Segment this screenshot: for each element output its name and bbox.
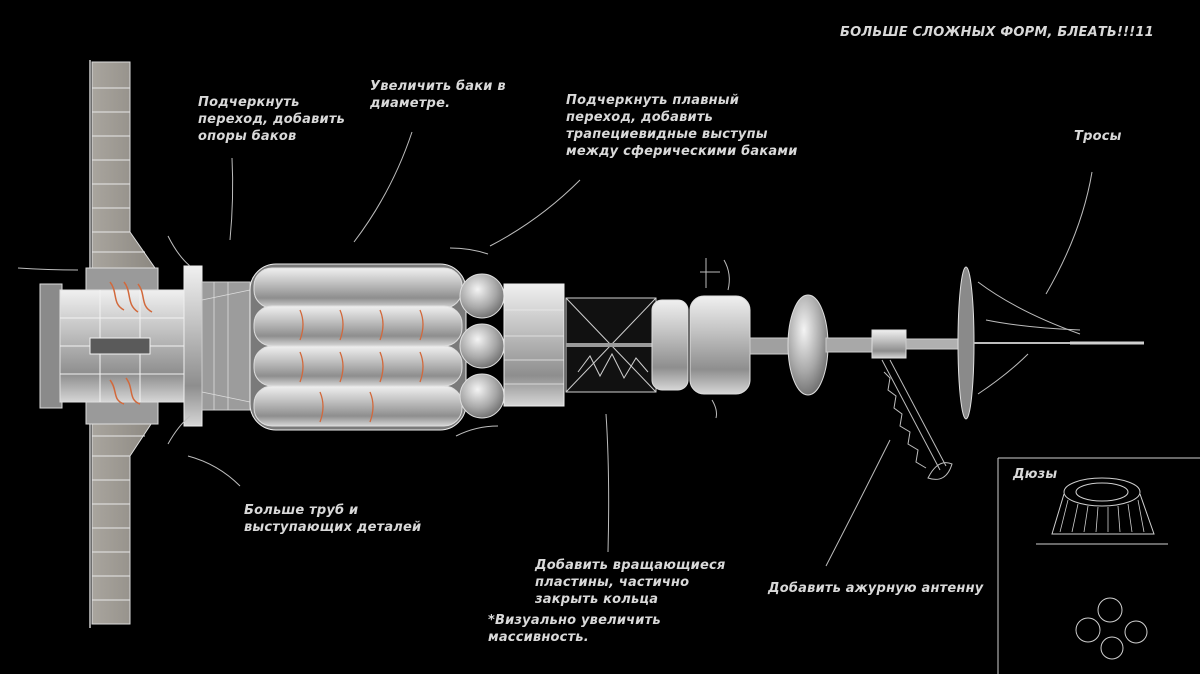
note-line: диаметре. [370, 96, 451, 111]
lattice-antenna [881, 359, 953, 480]
solar-panel-bottom [89, 414, 156, 628]
note-underline-transition: Подчеркнуть переход, добавить опоры бако… [198, 94, 345, 145]
header-note: БОЛЬШЕ СЛОЖНЫХ ФОРМ, БЛЕАТЬ!!!11 [840, 25, 1154, 40]
note-line: переход, добавить [198, 112, 345, 127]
note-line: между сферическими баками [566, 144, 798, 159]
note-nozzles: Дюзы [1013, 467, 1058, 482]
note-line: опоры баков [198, 129, 297, 144]
central-truss-section [503, 283, 657, 407]
main-fuel-tanks [249, 263, 467, 431]
note-line: Больше труб и [244, 503, 359, 518]
note-line: массивность. [488, 630, 589, 645]
note-line: *Визуально увеличить [488, 613, 661, 628]
forward-modules [651, 266, 1144, 420]
accent-pipes-rear [109, 281, 153, 405]
note-line: Подчеркнуть [198, 95, 300, 110]
spherical-tanks [459, 273, 522, 419]
note-line: выступающих деталей [244, 520, 422, 535]
note-line: закрыть кольца [535, 592, 659, 607]
note-line: трапециевидные выступы [566, 127, 768, 142]
note-smooth-transition: Подчеркнуть плавный переход, добавить тр… [566, 92, 798, 160]
sketch-lines [17, 131, 1093, 567]
note-cables: Тросы [1074, 129, 1122, 144]
note-antenna: Добавить ажурную антенну [768, 581, 984, 596]
note-rotating-plates: Добавить вращающиеся пластины, частично … [535, 557, 725, 608]
rear-engine-module [39, 265, 251, 427]
note-pipes: Больше труб и выступающих деталей [244, 502, 421, 536]
note-massiveness: *Визуально увеличить массивность. [488, 612, 661, 646]
note-line: Увеличить баки в [370, 79, 506, 94]
nozzle-inset [997, 457, 1200, 674]
note-tanks-diameter: Увеличить баки в диаметре. [370, 78, 506, 112]
note-line: Подчеркнуть плавный [566, 93, 740, 108]
solar-panel-top [89, 60, 156, 272]
note-line: переход, добавить [566, 110, 713, 125]
note-line: Добавить вращающиеся [535, 558, 726, 573]
note-line: пластины, частично [535, 575, 690, 590]
